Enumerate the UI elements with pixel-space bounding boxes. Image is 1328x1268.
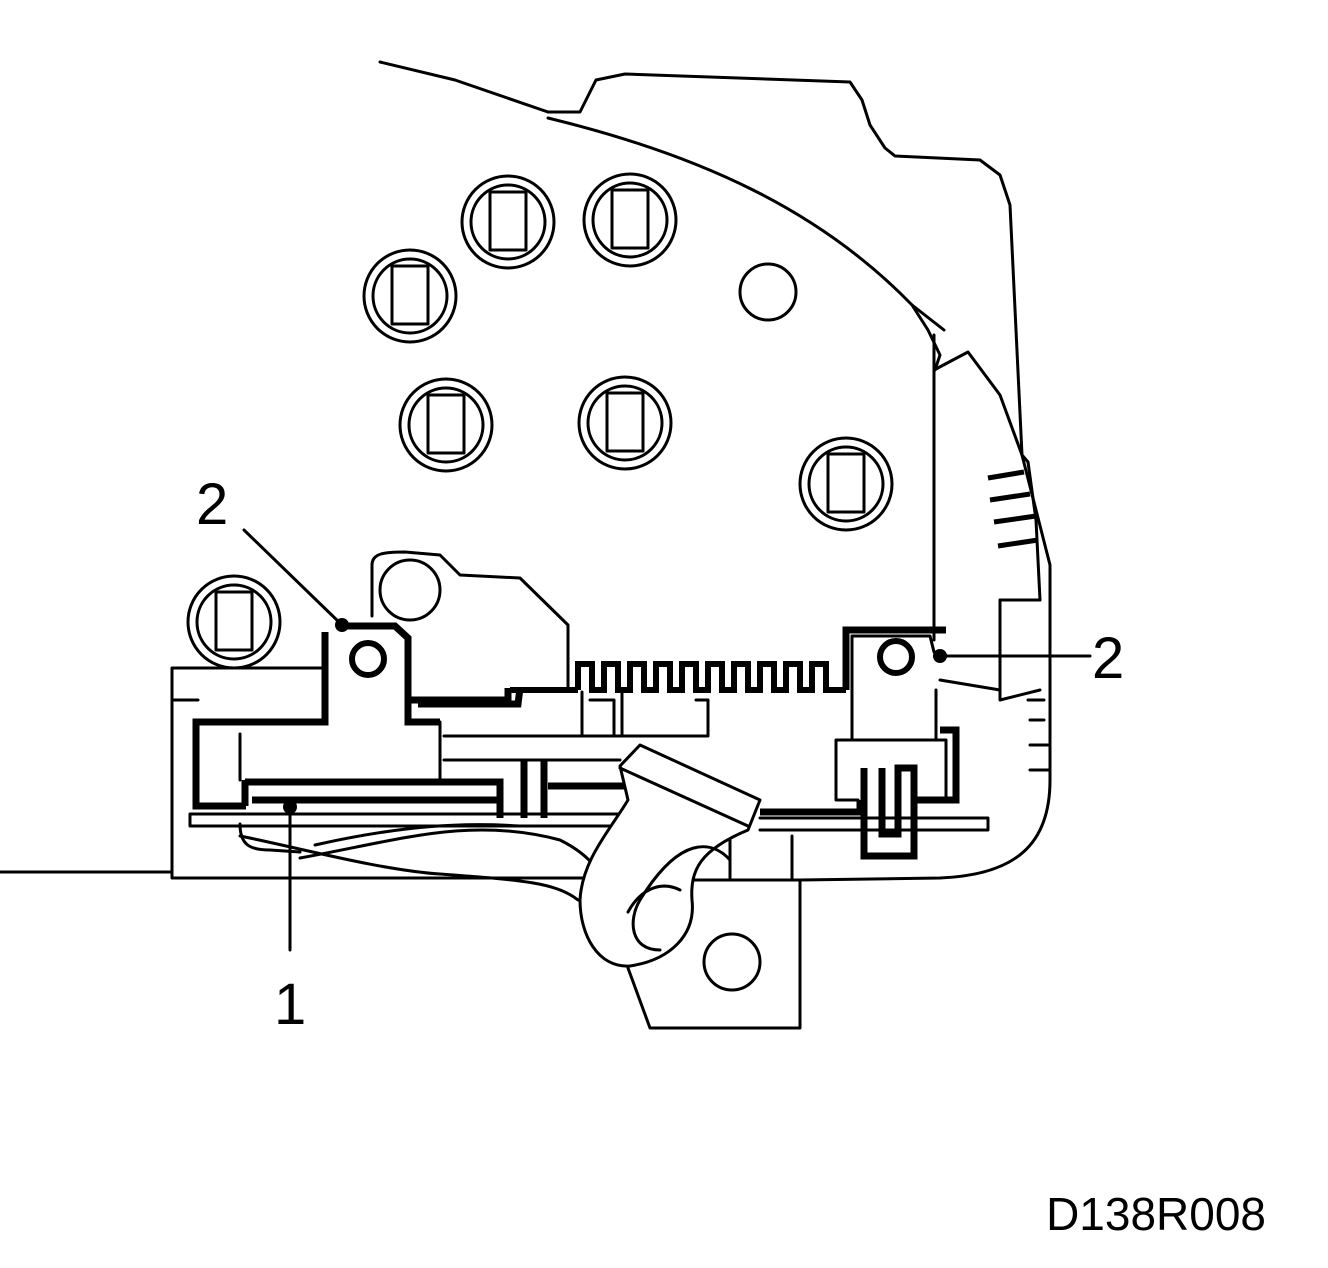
sensor-bracket xyxy=(192,622,628,818)
screw-hole xyxy=(398,377,494,473)
housing-body xyxy=(0,60,1052,882)
bottom-rail xyxy=(188,812,990,902)
screw-hole xyxy=(460,174,556,270)
right-bracket xyxy=(760,626,1002,860)
callout-label-2-left: 2 xyxy=(196,472,228,537)
screw-hole xyxy=(186,574,282,670)
screw-hole xyxy=(582,172,678,268)
screw-hole xyxy=(577,375,673,471)
edge-teeth xyxy=(987,469,1052,772)
plain-hole xyxy=(738,262,798,322)
bracket-plate xyxy=(170,550,570,702)
figure-code: D138R008 xyxy=(1046,1188,1266,1240)
gear-rack xyxy=(510,661,846,693)
screw-hole xyxy=(798,436,894,532)
sensor-detail xyxy=(238,690,710,784)
callout-label-1: 1 xyxy=(274,972,306,1037)
screw-hole xyxy=(362,248,458,344)
callout-label-2-right: 2 xyxy=(1092,626,1124,691)
screw-holes xyxy=(186,172,894,670)
callout-leaders xyxy=(242,528,1092,952)
ribbon-cable xyxy=(578,743,762,968)
